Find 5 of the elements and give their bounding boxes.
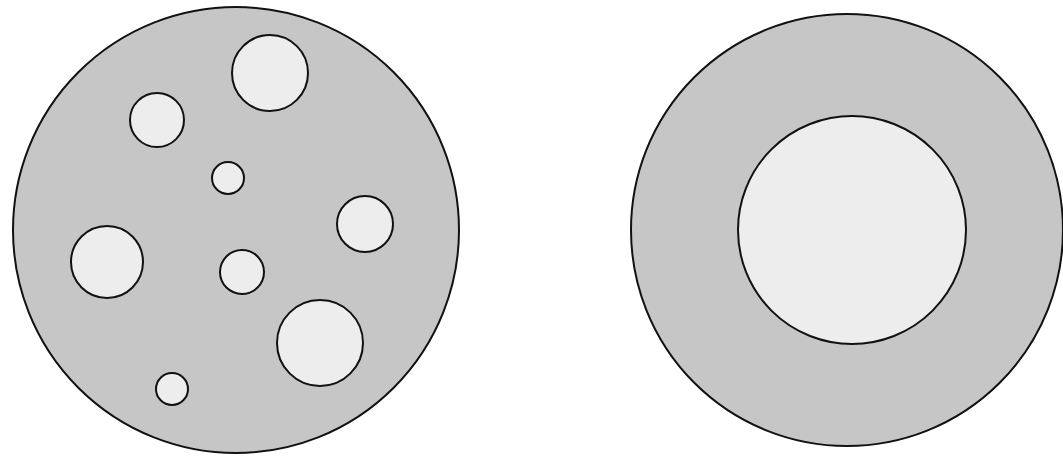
inner-bubble [155, 372, 189, 406]
inner-bubble [129, 92, 185, 148]
inner-bubble [211, 161, 245, 195]
inner-bubble [219, 249, 265, 295]
inner-bubble [336, 195, 394, 253]
